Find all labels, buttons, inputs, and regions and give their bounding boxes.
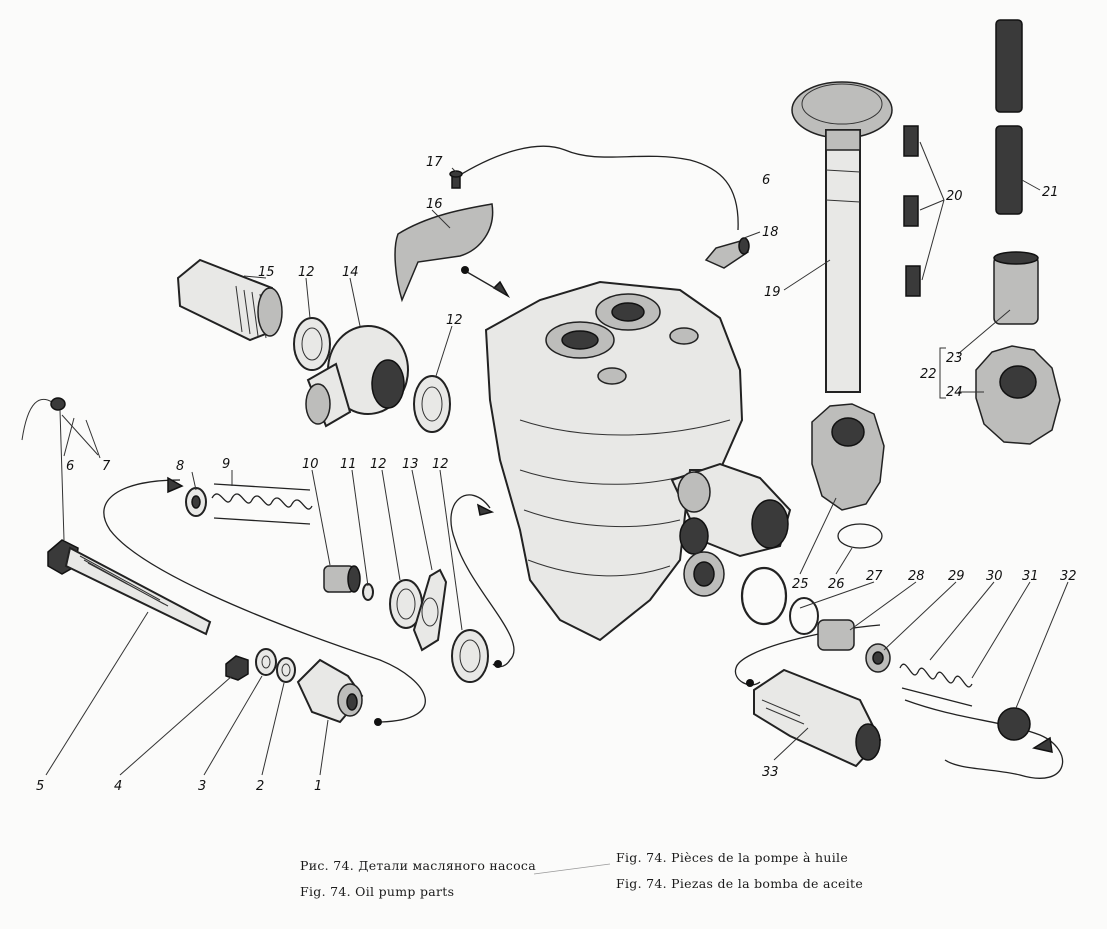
part-18-fitting (704, 237, 750, 269)
part-8-washer (185, 487, 207, 517)
label-part-12-b: 12 (432, 457, 449, 472)
leader-lines (63, 141, 1069, 761)
label-part-28: 28 (908, 569, 925, 584)
label-part-12-c: 12 (298, 265, 315, 280)
label-part-17: 17 (426, 155, 443, 170)
label-part-1: 1 (314, 779, 322, 794)
part-19-shaft-gear (791, 81, 893, 393)
part-29-cup (865, 643, 891, 673)
label-part-14: 14 (342, 265, 359, 280)
arrow-head-center (476, 503, 495, 516)
part-6-7-wire-seal (21, 397, 99, 541)
part-33-plug (753, 668, 882, 768)
label-part-31: 31 (1022, 569, 1039, 584)
part-5-bolt (45, 539, 212, 776)
part-25-gear (811, 403, 885, 511)
arrow-dot-left (374, 718, 382, 726)
part-14-banjo (305, 325, 409, 428)
label-part-21: 21 (1042, 185, 1059, 200)
part-15-hollow-bolt (176, 258, 283, 342)
arrow-shaft-top (466, 271, 506, 295)
label-part-33: 33 (762, 765, 779, 780)
label-part-5: 5 (36, 779, 44, 794)
label-part-22: 22 (920, 367, 937, 382)
part-1-plug (296, 658, 364, 776)
arrow-dot-right (746, 679, 754, 687)
label-part-11: 11 (340, 457, 357, 472)
part-31-spring (899, 663, 973, 707)
label-part-19: 19 (764, 285, 781, 300)
label-part-6-left: 6 (66, 459, 74, 474)
assembly-path-bottom-right (904, 699, 1064, 779)
part-28-valve (789, 597, 855, 651)
label-part-24: 24 (946, 385, 963, 400)
part-13-gasket (412, 568, 448, 652)
arrow-dot-center (494, 660, 502, 668)
label-part-6-top: 6 (762, 173, 770, 188)
arrow-head-bottom-right (1032, 736, 1053, 753)
label-part-29: 29 (948, 569, 965, 584)
part-2-washer (261, 657, 296, 776)
label-part-4: 4 (114, 779, 122, 794)
caption-spanish: Fig. 74. Piezas de la bomba de aceite (616, 876, 864, 891)
label-part-7: 7 (102, 459, 111, 474)
label-part-32: 32 (1060, 569, 1077, 584)
label-part-12-a: 12 (370, 457, 387, 472)
assembly-path-top (454, 145, 739, 231)
label-part-13: 13 (402, 457, 419, 472)
label-part-9: 9 (222, 457, 230, 472)
part-32-ball (997, 707, 1031, 741)
label-part-20: 20 (946, 189, 963, 204)
part-23-bushing (993, 251, 1039, 325)
label-part-25: 25 (792, 577, 809, 592)
label-part-23: 23 (946, 351, 963, 366)
label-part-8: 8 (176, 459, 184, 474)
part-27-o-ring (740, 566, 788, 626)
part-24-gear (975, 345, 1061, 445)
part-20-keys (903, 125, 921, 297)
part-26-snap-ring (837, 523, 883, 549)
bracket-22 (939, 347, 946, 399)
caption-english: Fig. 74. Oil pump parts (300, 884, 455, 899)
part-21-sleeve (995, 19, 1023, 215)
pump-housing (484, 280, 792, 642)
label-part-16: 16 (426, 197, 443, 212)
label-part-18: 18 (762, 225, 779, 240)
label-part-27: 27 (866, 569, 883, 584)
part-12-seal-rings (293, 317, 489, 683)
assembly-path-left (103, 479, 426, 723)
part-10-valve (323, 565, 361, 593)
arrow-dot-top (461, 266, 469, 274)
label-part-2: 2 (256, 779, 264, 794)
label-part-12-d: 12 (446, 313, 463, 328)
assembly-path-center (450, 494, 515, 668)
part-4-nut (119, 655, 249, 776)
label-part-15: 15 (258, 265, 275, 280)
label-part-30: 30 (986, 569, 1003, 584)
part-16-screen (394, 203, 494, 303)
part-labels: 1 2 3 4 5 6 7 8 9 10 11 12 13 12 15 12 1… (36, 155, 1077, 794)
part-17-screw (449, 170, 463, 189)
caption-divider (533, 863, 611, 875)
arrow-head-left (167, 476, 184, 494)
part-9-spring (211, 483, 313, 525)
caption-french: Fig. 74. Pièces de la pompe à huile (616, 850, 849, 865)
label-part-10: 10 (302, 457, 319, 472)
label-part-26: 26 (828, 577, 845, 592)
label-part-3: 3 (198, 779, 206, 794)
part-11-ring (362, 583, 374, 601)
leader-5 (45, 611, 149, 776)
caption-russian: Рис. 74. Детали масляного насоса (300, 858, 536, 873)
part-3-washer (203, 648, 277, 776)
